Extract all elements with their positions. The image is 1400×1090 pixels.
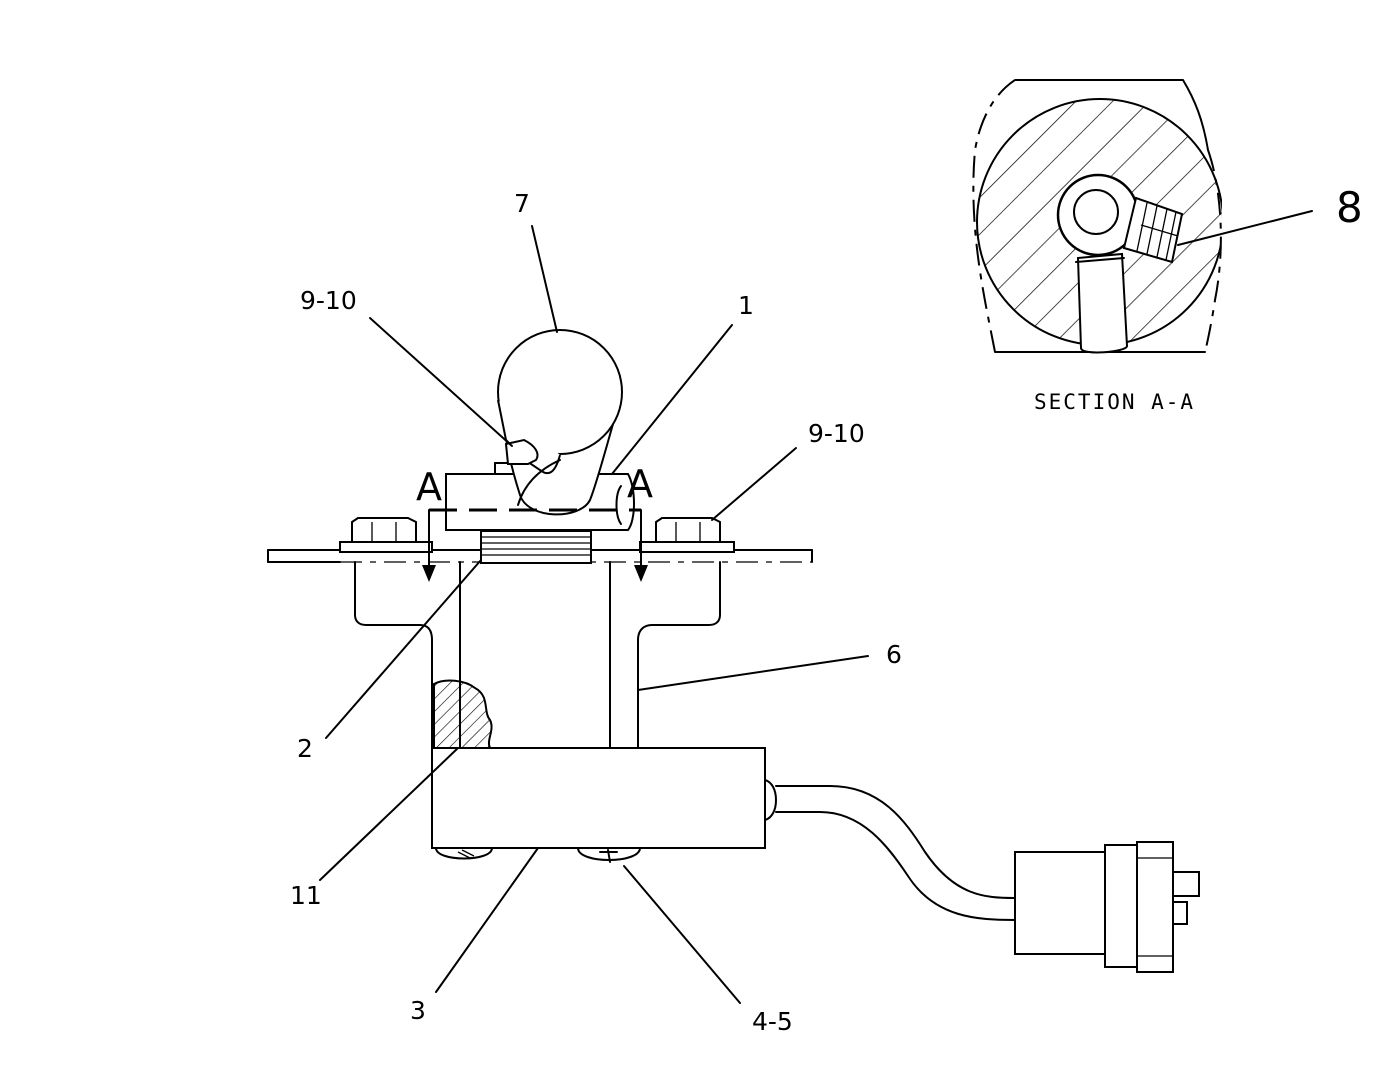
section-a-a-detail: 8 SECTION A-A bbox=[972, 79, 1363, 414]
leader-6 bbox=[637, 655, 869, 691]
section-outline bbox=[1014, 79, 1209, 151]
leader-lines bbox=[319, 225, 869, 1004]
section-marker-right: A bbox=[627, 462, 653, 506]
set-screw bbox=[1122, 196, 1184, 264]
label-1: 1 bbox=[738, 291, 754, 320]
threaded-bushing bbox=[480, 530, 592, 564]
leader-3 bbox=[435, 847, 539, 993]
switch-body bbox=[431, 747, 766, 849]
section-marker-left: A bbox=[416, 465, 442, 509]
cable bbox=[775, 785, 1016, 899]
leader-2 bbox=[325, 559, 482, 739]
label-2: 2 bbox=[297, 734, 313, 763]
knob-set-screw bbox=[504, 438, 539, 465]
label-7: 7 bbox=[514, 189, 530, 218]
leader-9-10-right bbox=[711, 447, 797, 521]
label-8: 8 bbox=[1336, 183, 1363, 232]
section-caption: SECTION A-A bbox=[1034, 390, 1195, 414]
label-9-10-right: 9-10 bbox=[808, 419, 865, 448]
label-11: 11 bbox=[290, 881, 322, 910]
panel-nuts bbox=[339, 517, 735, 553]
leader-7 bbox=[531, 225, 558, 333]
leader-11 bbox=[319, 747, 459, 881]
housing bbox=[354, 561, 433, 749]
leader-1 bbox=[611, 324, 733, 475]
knob bbox=[497, 329, 623, 516]
leader-4-5 bbox=[623, 865, 741, 1004]
leader-9-10-left bbox=[369, 317, 513, 447]
label-4-5: 4-5 bbox=[752, 1007, 793, 1036]
leader-8 bbox=[1177, 210, 1313, 246]
cutaway-hatch bbox=[433, 679, 493, 749]
label-9-10-left: 9-10 bbox=[300, 286, 357, 315]
main-assembly bbox=[267, 329, 1200, 973]
label-6: 6 bbox=[886, 640, 902, 669]
bottom-screws bbox=[434, 847, 642, 863]
callout-labels: 7 9-10 1 9-10 6 2 11 3 4-5 A A bbox=[290, 189, 902, 1036]
label-3: 3 bbox=[410, 996, 426, 1025]
connector bbox=[1014, 841, 1200, 973]
